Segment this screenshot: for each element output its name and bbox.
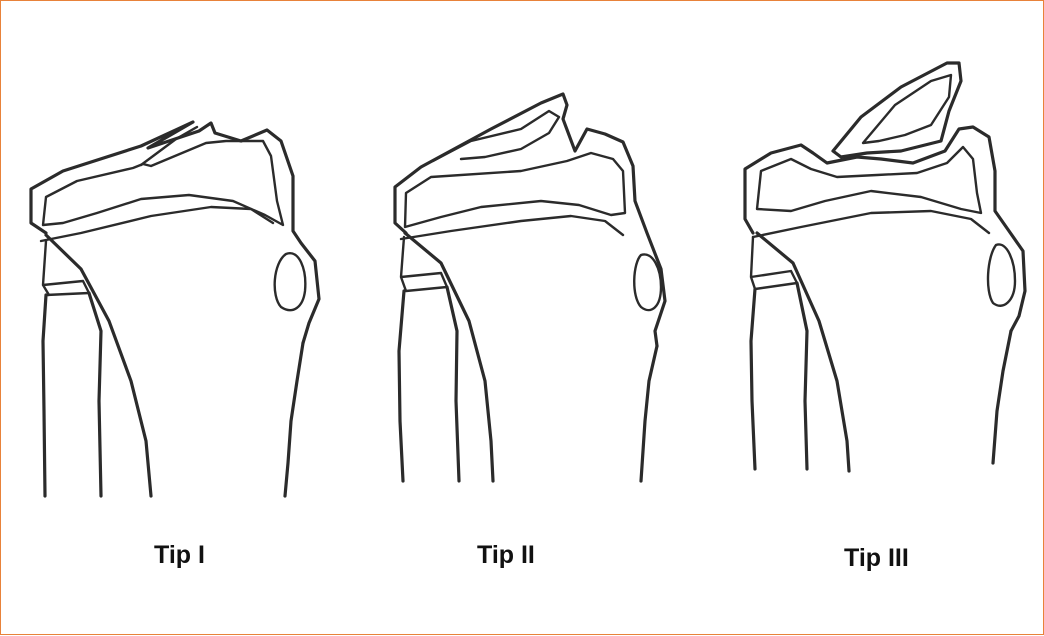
tip-2-inner-ossification: [405, 153, 625, 227]
tip-3-tibia-anterior: [993, 331, 1011, 463]
tip-1-fibula-shaft: [43, 295, 46, 496]
tip-2-tongue-fragment: [433, 111, 559, 161]
panel-tip-2-drawing: [395, 94, 665, 481]
tip-2-tibia-anterior: [641, 346, 657, 481]
panel-tip-1-drawing: [31, 122, 319, 496]
panel-tip-3-drawing: [745, 63, 1025, 471]
caption-tip-3: Tip III: [844, 544, 909, 573]
caption-tip-1: Tip I: [154, 541, 205, 570]
tip-3-tibia-posterior: [757, 233, 849, 471]
tip-1-tibia-anterior: [285, 343, 303, 496]
tip-2-fibula-shaft-2: [447, 287, 459, 481]
tip-3-fibula-head: [751, 237, 797, 289]
tip-1-physis-line: [41, 207, 273, 241]
tip-3-tubercle-oval: [988, 244, 1015, 305]
tip-1-fibula-shaft-2: [89, 293, 101, 496]
tip-3-fibula-shaft-2: [797, 283, 807, 469]
tip-3-physis-line: [753, 211, 989, 237]
tip-1-inner-ossification: [43, 141, 283, 225]
tip-3-fibula-shaft: [751, 289, 755, 469]
tip-1-tubercle-oval: [275, 253, 306, 310]
tip-2-tibia-posterior: [405, 233, 493, 481]
tip-2-fibula-shaft: [399, 291, 404, 481]
caption-tip-2: Tip II: [477, 541, 535, 570]
